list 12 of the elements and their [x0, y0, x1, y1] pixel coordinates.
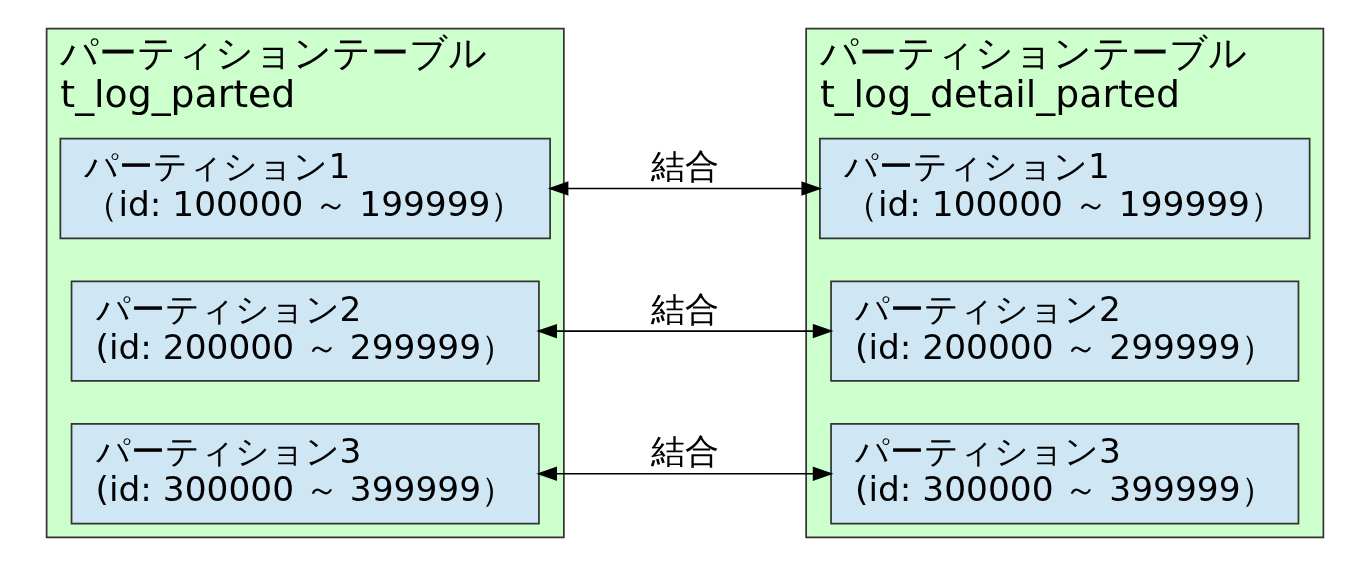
- node-box: パーティション3 (id: 300000 ～ 399999）: [70, 423, 540, 525]
- node-box: パーティション2 (id: 200000 ～ 299999）: [70, 280, 540, 382]
- arrow: [535, 466, 833, 481]
- arrow: [535, 323, 833, 339]
- edge-label: 結合: [650, 146, 719, 187]
- edge-label: 結合: [650, 431, 719, 472]
- arrow: [547, 181, 822, 196]
- node-box: パーティション3 (id: 300000 ～ 399999）: [829, 423, 1299, 525]
- node-box: パーティション1 （id: 100000 ～ 199999）: [818, 137, 1310, 240]
- edge-label: 結合: [650, 288, 719, 329]
- node-box: パーティション2 (id: 200000 ～ 299999）: [829, 280, 1299, 382]
- node-box: パーティション1 （id: 100000 ～ 199999）: [59, 137, 551, 240]
